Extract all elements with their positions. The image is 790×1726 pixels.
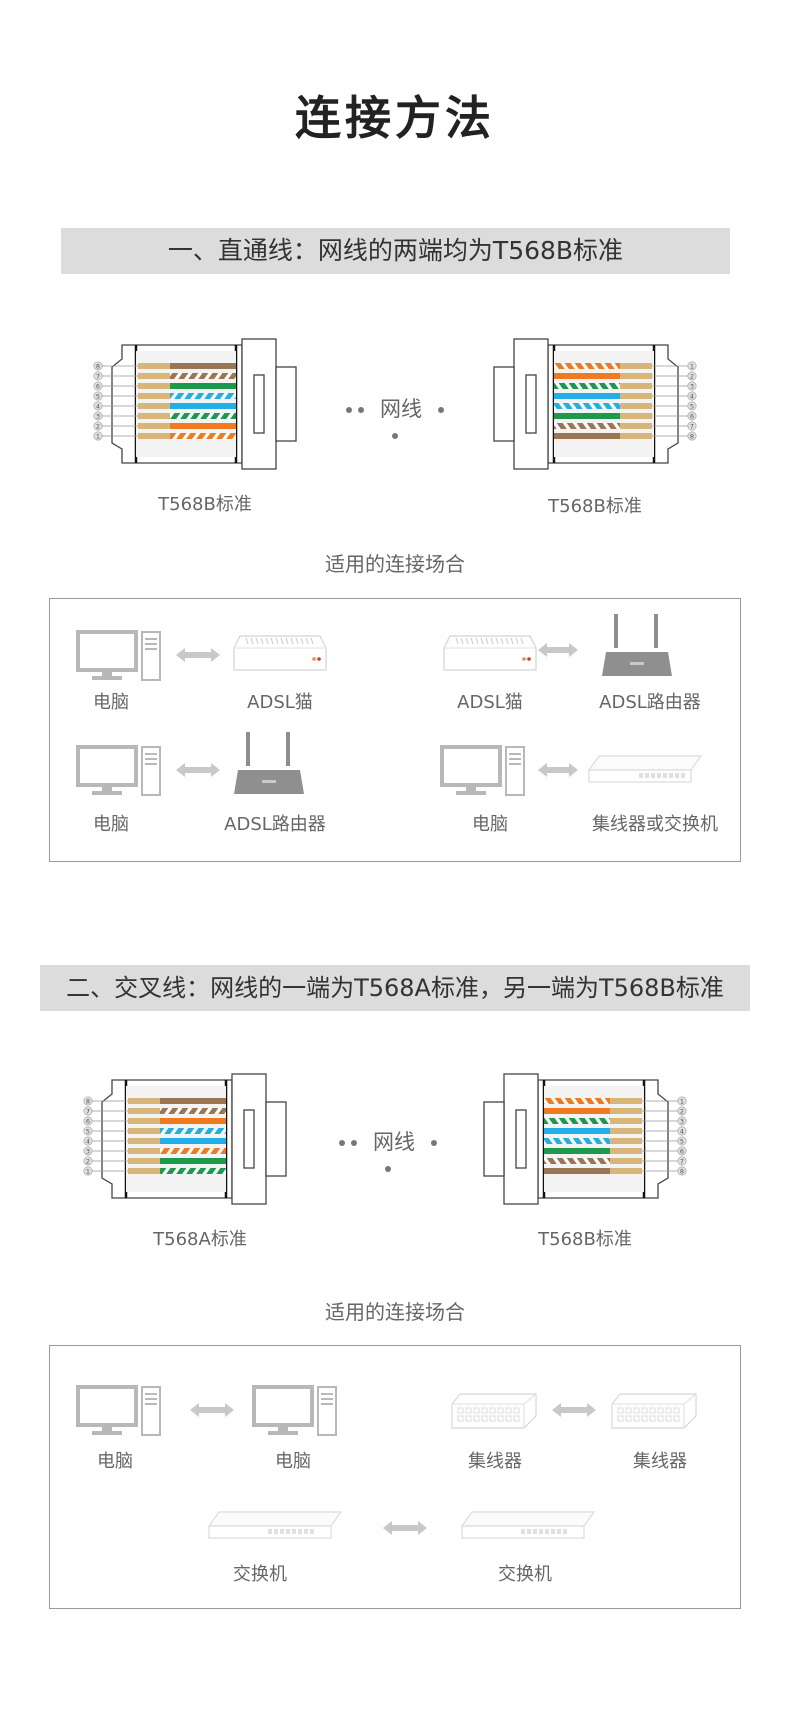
svg-text:1: 1 xyxy=(690,362,694,370)
switch-icon xyxy=(587,755,703,783)
rj45-connector-left-t568a: 8 7 6 5 4 3 2 1 xyxy=(83,1073,287,1205)
left-standard-label: T568A标准 xyxy=(153,1229,247,1250)
dot-icon xyxy=(358,407,365,413)
right-standard-label: T568B标准 xyxy=(538,1229,632,1250)
dot-icon xyxy=(385,1166,391,1172)
double-arrow-icon xyxy=(176,763,220,777)
rj45-connector-left-t568b: 8 7 6 5 4 3 2 1 xyxy=(93,338,297,470)
cable-label: 网线 xyxy=(340,393,450,447)
scene-label: 集线器 xyxy=(468,1451,522,1472)
section2-heading: 二、交叉线：网线的一端为T568A标准，另一端为T568B标准 xyxy=(40,965,750,1011)
switch-icon xyxy=(207,1511,343,1539)
svg-text:6: 6 xyxy=(680,1147,684,1155)
svg-text:6: 6 xyxy=(690,412,694,420)
rj45-connector-right-t568b: 1 2 3 4 5 6 7 8 xyxy=(483,1073,687,1205)
double-arrow-icon xyxy=(176,648,220,662)
svg-text:2: 2 xyxy=(680,1107,684,1115)
adsl-modem-icon xyxy=(233,635,327,671)
dot-icon xyxy=(437,407,444,413)
dot-icon xyxy=(339,1140,346,1146)
svg-text:4: 4 xyxy=(680,1127,684,1135)
section1-heading: 一、直通线：网线的两端均为T568B标准 xyxy=(61,228,730,274)
svg-text:4: 4 xyxy=(86,1137,90,1145)
cable-label-text: 网线 xyxy=(373,1130,415,1154)
dot-icon xyxy=(346,407,353,413)
cable-label-text: 网线 xyxy=(380,397,422,421)
svg-text:3: 3 xyxy=(86,1147,90,1155)
double-arrow-icon xyxy=(383,1521,427,1535)
svg-text:6: 6 xyxy=(86,1117,90,1125)
svg-text:3: 3 xyxy=(96,412,100,420)
svg-text:6: 6 xyxy=(96,382,100,390)
computer-icon xyxy=(76,630,161,681)
svg-text:7: 7 xyxy=(690,422,694,430)
svg-text:1: 1 xyxy=(96,432,100,440)
svg-text:1: 1 xyxy=(86,1167,90,1175)
scenes-title: 适用的连接场合 xyxy=(325,1300,465,1324)
scene-label: ADSL路由器 xyxy=(224,814,326,835)
svg-text:2: 2 xyxy=(86,1157,90,1165)
double-arrow-icon xyxy=(552,1403,596,1417)
svg-text:4: 4 xyxy=(690,392,694,400)
computer-icon xyxy=(76,745,161,796)
scene-label: 集线器 xyxy=(633,1451,687,1472)
adsl-router-icon xyxy=(602,614,672,676)
dot-icon xyxy=(392,433,398,439)
svg-text:5: 5 xyxy=(680,1137,684,1145)
scene-label: 电脑 xyxy=(93,814,129,835)
svg-text:3: 3 xyxy=(680,1117,684,1125)
scene-label: 交换机 xyxy=(498,1564,552,1585)
computer-icon xyxy=(252,1385,337,1436)
scenes-box-2 xyxy=(49,1345,741,1609)
page-title: 连接方法 xyxy=(295,91,495,145)
svg-text:8: 8 xyxy=(680,1167,684,1175)
svg-text:2: 2 xyxy=(96,422,100,430)
double-arrow-icon xyxy=(190,1403,234,1417)
scene-label: 集线器或交换机 xyxy=(592,814,718,835)
svg-text:7: 7 xyxy=(96,372,100,380)
svg-text:5: 5 xyxy=(96,392,100,400)
rj45-connector-right-t568b: 1 2 3 4 5 6 7 8 xyxy=(493,338,697,470)
dot-icon xyxy=(351,1140,358,1146)
scenes-title: 适用的连接场合 xyxy=(325,552,465,576)
double-arrow-icon xyxy=(538,643,578,657)
right-standard-label: T568B标准 xyxy=(548,496,642,517)
computer-icon xyxy=(440,745,525,796)
svg-text:5: 5 xyxy=(690,402,694,410)
scene-label: 交换机 xyxy=(233,1564,287,1585)
scene-label: ADSL猫 xyxy=(457,692,523,713)
svg-text:8: 8 xyxy=(86,1097,90,1105)
svg-text:7: 7 xyxy=(680,1157,684,1165)
svg-text:7: 7 xyxy=(86,1107,90,1115)
scene-label: ADSL猫 xyxy=(247,692,313,713)
double-arrow-icon xyxy=(538,763,578,777)
scene-label: 电脑 xyxy=(97,1451,133,1472)
svg-text:4: 4 xyxy=(96,402,100,410)
scene-label: 电脑 xyxy=(472,814,508,835)
scene-label: 电脑 xyxy=(275,1451,311,1472)
svg-text:3: 3 xyxy=(690,382,694,390)
svg-text:1: 1 xyxy=(680,1097,684,1105)
cable-label: 网线 xyxy=(333,1126,443,1180)
scene-label: 电脑 xyxy=(93,692,129,713)
hub-icon xyxy=(451,1393,537,1429)
svg-text:5: 5 xyxy=(86,1127,90,1135)
computer-icon xyxy=(76,1385,161,1436)
svg-text:2: 2 xyxy=(690,372,694,380)
scenes-box-1 xyxy=(49,598,741,862)
adsl-modem-icon xyxy=(443,635,537,671)
hub-icon xyxy=(611,1393,697,1429)
scene-label: ADSL路由器 xyxy=(599,692,701,713)
adsl-router-icon xyxy=(234,732,304,794)
dot-icon xyxy=(430,1140,437,1146)
left-standard-label: T568B标准 xyxy=(158,494,252,515)
switch-icon xyxy=(460,1511,596,1539)
svg-text:8: 8 xyxy=(690,432,694,440)
svg-text:8: 8 xyxy=(96,362,100,370)
